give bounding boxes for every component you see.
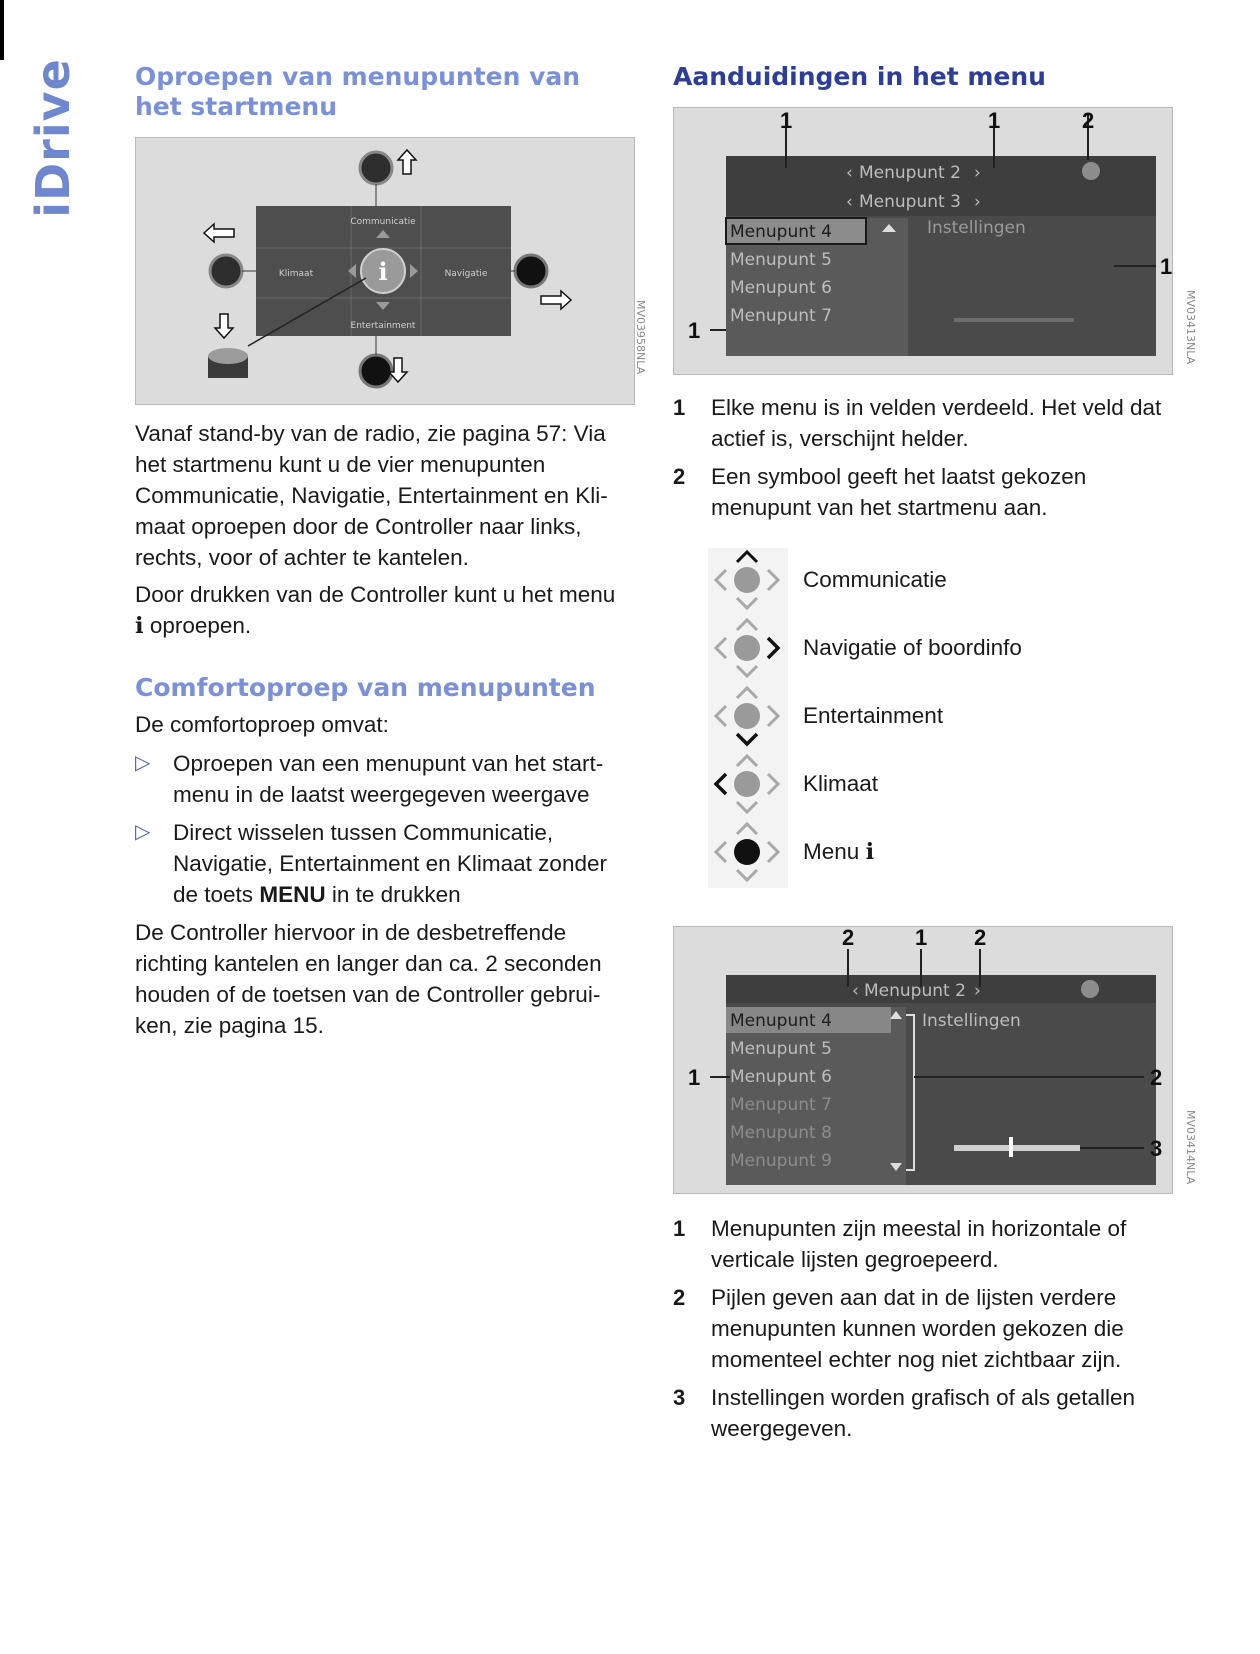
- controller-press-icon: [713, 821, 781, 883]
- controller-indicator-icon: [1081, 980, 1099, 998]
- legend-row-klimaat: Klimaat: [708, 752, 1178, 816]
- callout-number: 1: [988, 108, 1000, 133]
- controller-left-icon: [713, 753, 781, 815]
- callout-number: 2: [842, 927, 854, 950]
- label-navigatie: Navigatie: [445, 269, 488, 279]
- figure-menu-lists: Menupunt 2 ‹ › Menupunt 4 Menupunt 5 Men…: [673, 926, 1173, 1194]
- label-klimaat: Klimaat: [279, 269, 314, 279]
- arrow-press-icon: [213, 313, 235, 340]
- info-i-icon: i: [865, 839, 875, 865]
- legend-row-entertainment: Entertainment: [708, 684, 1178, 748]
- svg-text:‹: ‹: [846, 163, 853, 183]
- svg-text:‹: ‹: [852, 981, 859, 1001]
- arrow-push-right-icon: [540, 289, 573, 311]
- callout-number: 1: [688, 318, 700, 343]
- controller-down-icon: [713, 685, 781, 747]
- figure-code: MV03958NLA: [634, 300, 647, 375]
- callout-number: 1: [780, 108, 792, 133]
- knob-up-icon: [358, 150, 394, 186]
- list-item: 1 Elke menu is in velden verdeeld. Het v…: [673, 395, 1162, 451]
- menu-item: Menupunt 5: [730, 250, 832, 270]
- settings-slider: [954, 1145, 1080, 1151]
- active-field: [725, 217, 867, 245]
- legend-row-menu-i: Menu i: [708, 820, 1178, 884]
- list-item: 1 Menupunten zijn meestal in horizontale…: [673, 1216, 1127, 1272]
- label-communicatie: Communicatie: [350, 217, 416, 227]
- figure-controller-directions: Communicatie Klimaat Navigatie Entertain…: [135, 137, 635, 405]
- heading-comfortoproep: Comfortoproep van menupunten: [135, 673, 596, 702]
- callout-number: 2: [974, 927, 986, 950]
- paragraph-standby: Vanaf stand-by van de radio, zie pagina …: [135, 421, 608, 570]
- callout-number: 1: [688, 1065, 700, 1090]
- paragraph-comfort-intro: De comfortoproep omvat:: [135, 712, 389, 737]
- menu-item: Menupunt 6: [730, 278, 832, 298]
- svg-text:›: ›: [974, 163, 981, 183]
- callout-number: 2: [1082, 108, 1094, 133]
- symbol-legend: Communicatie Navigatie of boordinfo Ente…: [708, 548, 1178, 888]
- figure-code: MV03414NLA: [1184, 1110, 1197, 1185]
- controller-right-icon: [713, 617, 781, 679]
- heading-aanduidingen: Aanduidingen in het menu: [673, 62, 1046, 91]
- svg-text:i: i: [378, 257, 387, 286]
- paragraph-kantelen: De Controller hiervoor in de desbetreffe…: [135, 920, 602, 1038]
- arrow-push-down-icon: [387, 357, 409, 384]
- menu-item: Menupunt 6: [730, 1067, 832, 1087]
- menu-item: Menupunt 7: [730, 306, 832, 326]
- arrow-right-icon: [410, 264, 418, 278]
- menu-item: Menupunt 9: [730, 1151, 832, 1171]
- list-item: ▷ Oproepen van een menupunt van het star…: [135, 751, 604, 807]
- arrow-down-icon: [376, 302, 390, 310]
- legend-row-communicatie: Communicatie: [708, 548, 1178, 612]
- figure-code: MV03413NLA: [1184, 290, 1197, 365]
- svg-text:‹: ‹: [846, 192, 853, 212]
- arrow-push-up-icon: [396, 148, 418, 175]
- controller-indicator-icon: [1082, 162, 1100, 180]
- menu-item: Menupunt 2: [859, 163, 961, 183]
- triangle-bullet-icon: ▷: [135, 821, 151, 843]
- callout-number: 2: [1150, 1065, 1162, 1090]
- label-entertainment: Entertainment: [351, 321, 416, 331]
- settings-panel-label: Instellingen: [927, 218, 1026, 238]
- info-i-icon: i: [135, 613, 144, 639]
- list-item: ▷ Direct wisselen tussen Communicatie, N…: [135, 820, 607, 907]
- arrow-left-icon: [348, 264, 356, 278]
- callout-number: 1: [1160, 254, 1172, 279]
- svg-text:›: ›: [974, 192, 981, 212]
- menu-item: Menupunt 3: [859, 192, 961, 212]
- menu-item: Menupunt 8: [730, 1123, 832, 1143]
- controller-diagram: Communicatie Klimaat Navigatie Entertain…: [202, 148, 573, 389]
- side-tab-label: iDrive: [26, 58, 80, 218]
- heading-startmenu: Oproepen van menupunten van het startmen…: [135, 62, 581, 121]
- legend-row-navigatie: Navigatie of boordinfo: [708, 616, 1178, 680]
- menu-item: Menupunt 2: [864, 981, 966, 1001]
- menu-item: Menupunt 5: [730, 1039, 832, 1059]
- controller-up-icon: [713, 549, 781, 611]
- figure-menu-fields: Menupunt 2 Menupunt 3 ‹ › ‹ › Menupunt 4…: [673, 107, 1173, 375]
- list-item: 2 Een symbool geeft het laatst gekozen m…: [673, 464, 1087, 520]
- menu-i-icon: [360, 248, 406, 294]
- svg-text:›: ›: [974, 981, 981, 1001]
- knob-left-icon: [208, 253, 244, 289]
- page-edge-mark: [0, 0, 4, 60]
- menu-item: Menupunt 4: [730, 222, 832, 242]
- triangle-bullet-icon: ▷: [135, 752, 151, 774]
- list-item: 3 Instellingen worden grafisch of als ge…: [673, 1385, 1136, 1441]
- paragraph-menu-i: Door drukken van de Controller kunt u he…: [135, 582, 616, 639]
- list-item: 2 Pijlen geven aan dat in de lijsten ver…: [673, 1285, 1124, 1372]
- settings-panel-label: Instellingen: [922, 1011, 1021, 1031]
- callout-number: 3: [1150, 1136, 1162, 1161]
- arrow-push-left-icon: [202, 222, 235, 244]
- callout-number: 1: [915, 927, 927, 950]
- menu-item: Menupunt 4: [730, 1011, 832, 1031]
- knob-right-icon: [513, 253, 549, 289]
- menu-item: Menupunt 7: [730, 1095, 832, 1115]
- section-side-tab: iDrive: [26, 58, 80, 218]
- knob-down-icon: [358, 353, 394, 389]
- arrow-up-icon: [376, 230, 390, 238]
